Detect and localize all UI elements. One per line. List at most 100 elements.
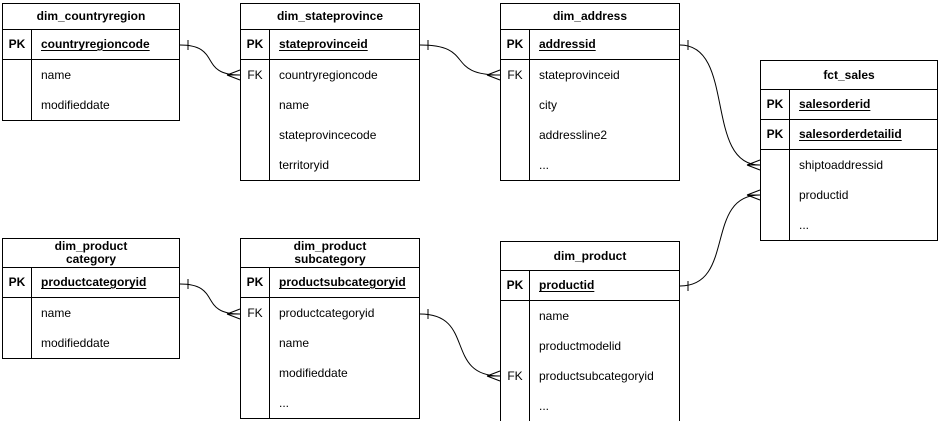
- row-fct_sales-productid[interactable]: productid: [761, 180, 937, 210]
- column-name: ...: [539, 398, 550, 413]
- row-dim_productsubcategory-name[interactable]: name: [241, 328, 419, 358]
- column-name: stateprovincecode: [279, 127, 377, 142]
- key-cell-empty: [241, 358, 270, 388]
- row-dim_countryregion-modifieddate[interactable]: modifieddate: [3, 90, 179, 120]
- relationship-dim_productsubcategory-dim_product[interactable]: [419, 309, 501, 382]
- key-cell-empty: [501, 150, 530, 180]
- row-dim_countryregion-countryregioncode[interactable]: PK countryregioncode: [3, 30, 179, 60]
- many-cardinality-marker: [226, 69, 241, 81]
- row-dim_address-city[interactable]: city: [501, 90, 679, 120]
- row-dim_product-productid[interactable]: PK productid: [501, 271, 679, 301]
- row-dim_productcategory-modifieddate[interactable]: modifieddate: [3, 328, 179, 358]
- table-title-dim_productsubcategory[interactable]: dim_product subcategory: [241, 239, 419, 268]
- relationship-dim_countryregion-dim_stateprovince[interactable]: [179, 40, 241, 81]
- column-name: productid: [539, 278, 595, 292]
- edge-line[interactable]: [179, 283, 241, 315]
- key-cell-empty: [501, 301, 530, 331]
- key-cell-empty: [3, 90, 32, 120]
- column-name: stateprovinceid: [539, 67, 620, 82]
- key-cell-empty: [501, 120, 530, 150]
- table-title-dim_productcategory[interactable]: dim_product category: [3, 239, 179, 268]
- pk-label: PK: [241, 30, 270, 59]
- table-title-dim_stateprovince[interactable]: dim_stateprovince: [241, 4, 419, 30]
- row-dim_productcategory-name[interactable]: name: [3, 298, 179, 328]
- many-cardinality-marker: [746, 159, 761, 171]
- relationship-dim_productcategory-dim_productsubcategory[interactable]: [179, 279, 241, 320]
- row-dim_product-productmodelid[interactable]: productmodelid: [501, 331, 679, 361]
- table-title-dim_countryregion[interactable]: dim_countryregion: [3, 4, 179, 30]
- pk-label: PK: [501, 30, 530, 59]
- row-fct_sales-more[interactable]: ...: [761, 210, 937, 240]
- column-name: name: [279, 335, 310, 350]
- relationship-dim_address-fct_sales[interactable]: [679, 40, 761, 171]
- edge-line[interactable]: [419, 313, 501, 377]
- column-name: addressline2: [539, 127, 608, 142]
- pk-label: PK: [3, 268, 32, 297]
- column-name: salesorderdetailid: [799, 127, 902, 141]
- pk-label: PK: [241, 268, 270, 297]
- row-dim_product-more[interactable]: ...: [501, 391, 679, 421]
- pk-label: PK: [761, 120, 790, 149]
- column-name: productcategoryid: [41, 275, 147, 289]
- pk-label: PK: [3, 30, 32, 59]
- column-name: addressid: [539, 37, 596, 51]
- column-name: productsubcategoryid: [539, 368, 654, 383]
- column-name: productid: [799, 187, 849, 202]
- fk-label: FK: [241, 298, 270, 328]
- edge-line[interactable]: [179, 44, 241, 76]
- key-cell-empty: [241, 388, 270, 418]
- fk-label: FK: [241, 60, 270, 90]
- relationship-dim_stateprovince-dim_address[interactable]: [419, 40, 501, 81]
- row-dim_productcategory-productcategoryid[interactable]: PK productcategoryid: [3, 268, 179, 298]
- edge-line[interactable]: [679, 44, 761, 166]
- row-dim_address-addressid[interactable]: PK addressid: [501, 30, 679, 60]
- table-title-dim_address[interactable]: dim_address: [501, 4, 679, 30]
- table-title-dim_product[interactable]: dim_product: [501, 242, 679, 271]
- column-name: territoryid: [279, 157, 330, 172]
- row-dim_stateprovince-stateprovincecode[interactable]: stateprovincecode: [241, 120, 419, 150]
- row-dim_countryregion-name[interactable]: name: [3, 60, 179, 90]
- row-dim_productsubcategory-more[interactable]: ...: [241, 388, 419, 418]
- key-cell-empty: [241, 150, 270, 180]
- column-name: name: [539, 308, 570, 323]
- row-fct_sales-shiptoaddressid[interactable]: shiptoaddressid: [761, 150, 937, 180]
- row-dim_address-addressline2[interactable]: addressline2: [501, 120, 679, 150]
- column-name: countryregioncode: [41, 37, 150, 51]
- key-cell-empty: [3, 298, 32, 328]
- row-dim_stateprovince-territoryid[interactable]: territoryid: [241, 150, 419, 180]
- many-cardinality-marker: [226, 308, 241, 320]
- row-dim_product-name[interactable]: name: [501, 301, 679, 331]
- key-cell-empty: [241, 90, 270, 120]
- edge-line[interactable]: [679, 194, 761, 287]
- row-dim_productsubcategory-modifieddate[interactable]: modifieddate: [241, 358, 419, 388]
- column-name: modifieddate: [279, 365, 348, 380]
- key-cell-empty: [501, 391, 530, 421]
- relationship-dim_product-fct_sales[interactable]: [679, 189, 761, 291]
- edge-line[interactable]: [419, 44, 501, 76]
- row-fct_sales-salesorderdetailid[interactable]: PK salesorderdetailid: [761, 120, 937, 150]
- pk-label: PK: [501, 271, 530, 300]
- table-title-fct_sales[interactable]: fct_sales: [761, 61, 937, 90]
- key-cell-empty: [501, 331, 530, 361]
- column-name: ...: [279, 395, 290, 410]
- column-name: productmodelid: [539, 338, 622, 353]
- row-dim_address-more[interactable]: ...: [501, 150, 679, 180]
- key-cell-empty: [3, 328, 32, 358]
- key-cell-empty: [501, 90, 530, 120]
- row-dim_stateprovince-name[interactable]: name: [241, 90, 419, 120]
